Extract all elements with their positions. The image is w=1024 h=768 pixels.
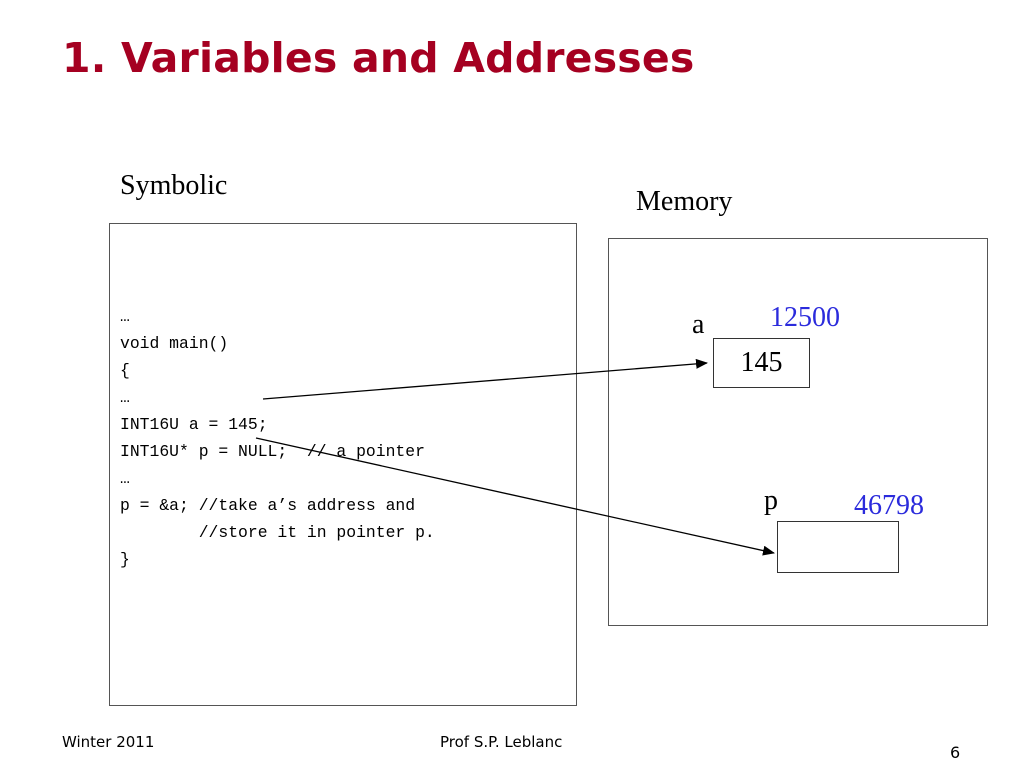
code-line: … [120,307,130,326]
code-panel [109,223,577,706]
code-line: INT16U a = 145; [120,415,268,434]
code-line: { [120,361,130,380]
memory-cell-p [777,521,899,573]
variable-p-address: 46798 [854,490,924,521]
variable-a-address: 12500 [770,302,840,333]
page-number: 6 [950,743,961,762]
code-line: void main() [120,334,229,353]
variable-p-label: p [764,485,778,516]
memory-heading: Memory [636,186,733,217]
footer-term: Winter 2011 [62,733,155,751]
symbolic-heading: Symbolic [120,170,228,201]
code-line: //store it in pointer p. [120,523,435,542]
code-line: … [120,388,130,407]
slide-title: 1. Variables and Addresses [62,34,695,82]
code-line: … [120,469,130,488]
memory-cell-a: 145 [713,338,810,388]
code-line: } [120,550,130,569]
code-line: p = &a; //take a’s address and [120,496,416,515]
footer-author: Prof S.P. Leblanc [440,733,563,751]
variable-a-label: a [692,309,705,340]
code-line: INT16U* p = NULL; // a pointer [120,442,425,461]
